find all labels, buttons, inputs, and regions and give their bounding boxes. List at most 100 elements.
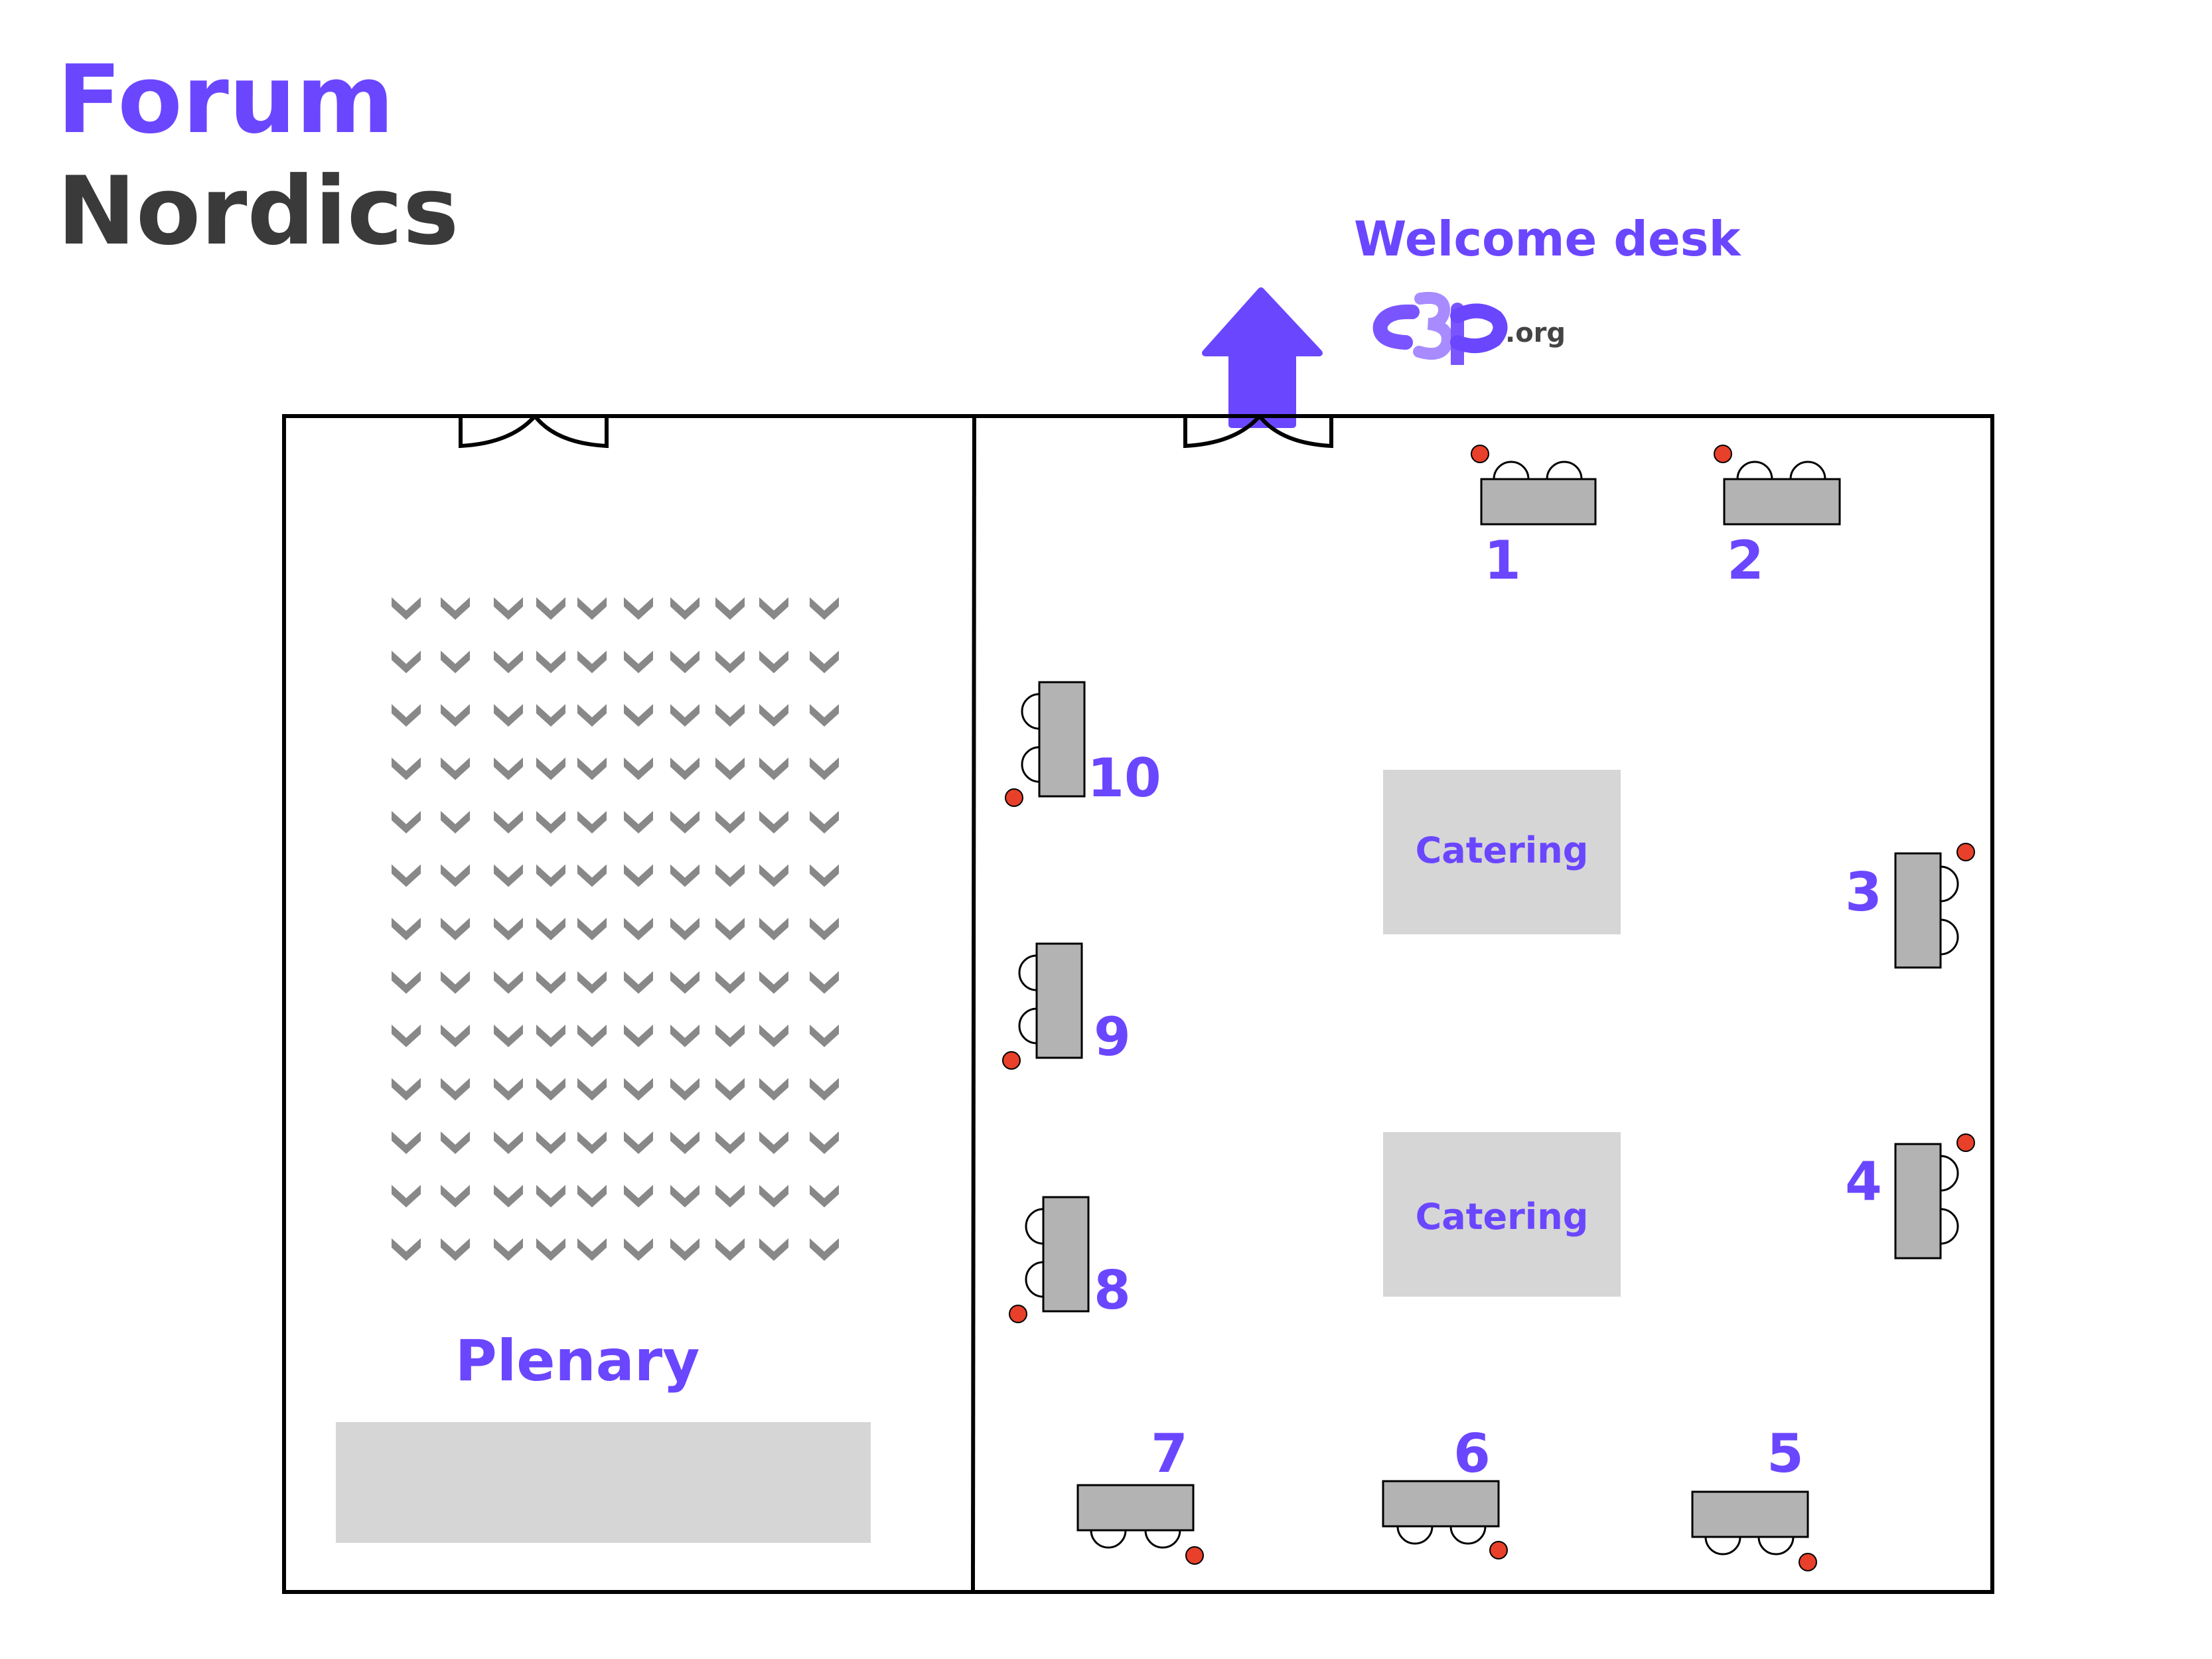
booth-number: 6 xyxy=(1453,1423,1491,1484)
seat-icon xyxy=(624,918,653,940)
booth-8: 8 xyxy=(1009,1196,1131,1323)
seat-icon xyxy=(810,1078,839,1101)
catering-zone-2 xyxy=(1383,1132,1621,1297)
seat-icon xyxy=(536,1185,565,1208)
booth-chair-icon xyxy=(1939,865,1959,902)
seat-icon xyxy=(670,1185,700,1208)
building-outline xyxy=(282,414,1994,1594)
seat-icon xyxy=(441,1025,470,1047)
booth-1: 1 xyxy=(1471,445,1597,591)
seat-icon xyxy=(577,704,607,727)
seat-icon xyxy=(715,971,745,994)
seat-icon xyxy=(624,597,653,620)
seat-icon xyxy=(494,1131,523,1154)
booth-3: 3 xyxy=(1845,843,1975,969)
seat-icon xyxy=(624,757,653,780)
seat-icon xyxy=(441,971,470,994)
seat-icon xyxy=(536,971,565,994)
seat-icon xyxy=(392,918,421,940)
seat-icon xyxy=(670,650,700,674)
seat-icon xyxy=(624,811,653,833)
exhibit-hall-door[interactable] xyxy=(1183,415,1333,449)
seat-icon xyxy=(536,757,565,780)
plenary-door[interactable] xyxy=(459,415,609,449)
booth-marker-dot-icon xyxy=(1714,445,1732,463)
seat-icon xyxy=(759,650,788,674)
booth-4: 4 xyxy=(1845,1133,1975,1260)
booth-table xyxy=(1894,1143,1942,1260)
seat-icon xyxy=(536,1131,565,1154)
booth-table xyxy=(1723,478,1841,526)
seat-icon xyxy=(577,1185,607,1208)
booth-chair-icon xyxy=(1704,1536,1741,1555)
booth-number: 10 xyxy=(1087,747,1161,809)
seat-icon xyxy=(536,918,565,940)
seat-icon xyxy=(441,650,470,674)
seat-icon xyxy=(624,1238,653,1261)
seat-icon xyxy=(392,1131,421,1154)
seat-icon xyxy=(715,757,745,780)
seat-icon xyxy=(494,864,523,887)
booth-6: 6 xyxy=(1382,1423,1508,1559)
seat-icon xyxy=(810,597,839,620)
plenary-stage xyxy=(336,1422,871,1543)
seat-icon xyxy=(715,650,745,674)
seat-icon xyxy=(494,757,523,780)
booth-table xyxy=(1480,478,1597,526)
seat-icon xyxy=(441,704,470,727)
booth-5: 5 xyxy=(1691,1423,1817,1571)
seat-icon xyxy=(494,971,523,994)
booth-table xyxy=(1076,1484,1195,1532)
booth-number: 4 xyxy=(1845,1151,1882,1212)
booth-chair-icon xyxy=(1939,1155,1959,1192)
seat-icon xyxy=(536,650,565,674)
seat-icon xyxy=(441,1078,470,1101)
seat-icon xyxy=(715,864,745,887)
seat-icon xyxy=(536,811,565,833)
booth-chair-icon xyxy=(1090,1529,1127,1549)
booth-chair-icon xyxy=(1493,461,1530,480)
seat-icon xyxy=(494,811,523,833)
seat-icon xyxy=(494,1238,523,1261)
seat-icon xyxy=(624,971,653,994)
seat-icon xyxy=(577,918,607,940)
seat-icon xyxy=(759,971,788,994)
seat-icon xyxy=(494,1025,523,1047)
booth-10: 10 xyxy=(1005,681,1161,809)
seat-icon xyxy=(577,1131,607,1154)
logo-org-text: .org xyxy=(1505,318,1566,348)
booth-9: 9 xyxy=(1002,942,1131,1070)
seat-icon xyxy=(494,918,523,940)
seat-icon xyxy=(494,1185,523,1208)
booth-marker-dot-icon xyxy=(1471,445,1489,463)
booth-number: 1 xyxy=(1484,530,1521,591)
booth-chair-icon xyxy=(1449,1525,1487,1545)
seat-icon xyxy=(670,811,700,833)
seat-icon xyxy=(441,918,470,940)
seat-icon xyxy=(392,1025,421,1047)
seat-icon xyxy=(392,597,421,620)
seat-icon xyxy=(577,1025,607,1047)
seat-icon xyxy=(536,1078,565,1101)
seat-icon xyxy=(536,864,565,887)
seat-icon xyxy=(810,918,839,940)
seat-icon xyxy=(536,1238,565,1261)
seat-icon xyxy=(441,1131,470,1154)
seat-icon xyxy=(670,597,700,620)
booth-2: 2 xyxy=(1714,445,1841,591)
seat-icon xyxy=(392,757,421,780)
booth-chair-icon xyxy=(1025,1261,1045,1298)
booth-marker-dot-icon xyxy=(1956,843,1975,861)
booth-marker-dot-icon xyxy=(1489,1541,1508,1559)
booth-marker-dot-icon xyxy=(1956,1133,1975,1152)
logo: .org xyxy=(1372,285,1566,370)
seat-icon xyxy=(759,1185,788,1208)
seat-icon xyxy=(392,971,421,994)
seat-icon xyxy=(670,704,700,727)
seat-icon xyxy=(810,1131,839,1154)
title-forum: Forum xyxy=(57,45,394,155)
booth-table xyxy=(1382,1480,1500,1528)
seat-icon xyxy=(392,1238,421,1261)
seat-icon xyxy=(536,1025,565,1047)
booth-number: 8 xyxy=(1094,1260,1131,1321)
